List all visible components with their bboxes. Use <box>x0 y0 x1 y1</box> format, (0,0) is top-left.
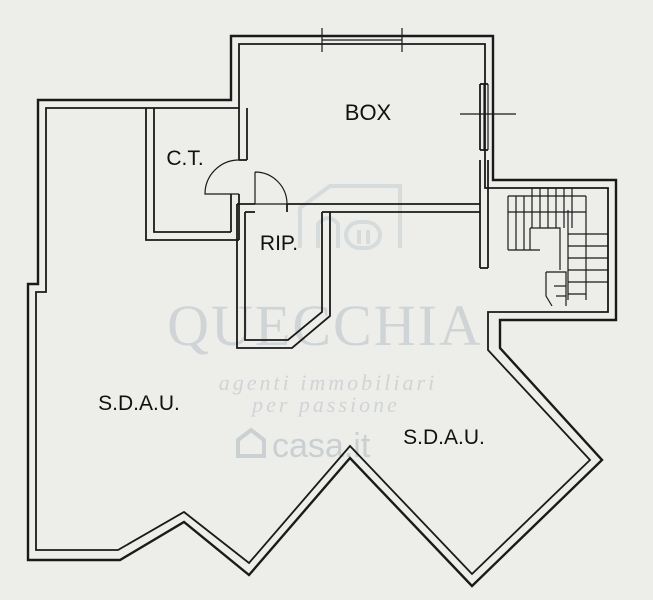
watermark-tagline-1: agenti immobiliari <box>219 370 437 395</box>
ct-door-swing <box>204 159 240 195</box>
outer-wall <box>26 34 618 588</box>
room-label-ct: C.T. <box>166 147 203 170</box>
casa-logo-icon <box>236 427 266 458</box>
watermark-tagline-2: per passione <box>250 392 400 417</box>
rip-room-walls <box>236 171 331 349</box>
outer-wall-outer-line <box>26 34 618 588</box>
staircase <box>507 188 608 307</box>
watermark-site: casa.it <box>272 427 371 465</box>
box-room-walls <box>238 83 489 269</box>
ct-room-walls <box>145 108 240 241</box>
room-label-sdau-left: S.D.A.U. <box>98 392 180 415</box>
room-label-box: BOX <box>345 100 392 125</box>
box-right-door <box>460 84 516 150</box>
room-label-rip: RIP. <box>260 232 298 255</box>
rip-door-swing <box>254 171 288 205</box>
watermark-brand: QUECCHIA <box>167 293 483 358</box>
watermark: QUECCHIA agenti immobiliari per passione… <box>167 184 483 465</box>
watermark-house-icon <box>298 184 402 250</box>
outer-wall-inner-line <box>35 43 609 576</box>
box-top-window <box>321 28 403 52</box>
room-label-sdau-right: S.D.A.U. <box>403 426 485 449</box>
